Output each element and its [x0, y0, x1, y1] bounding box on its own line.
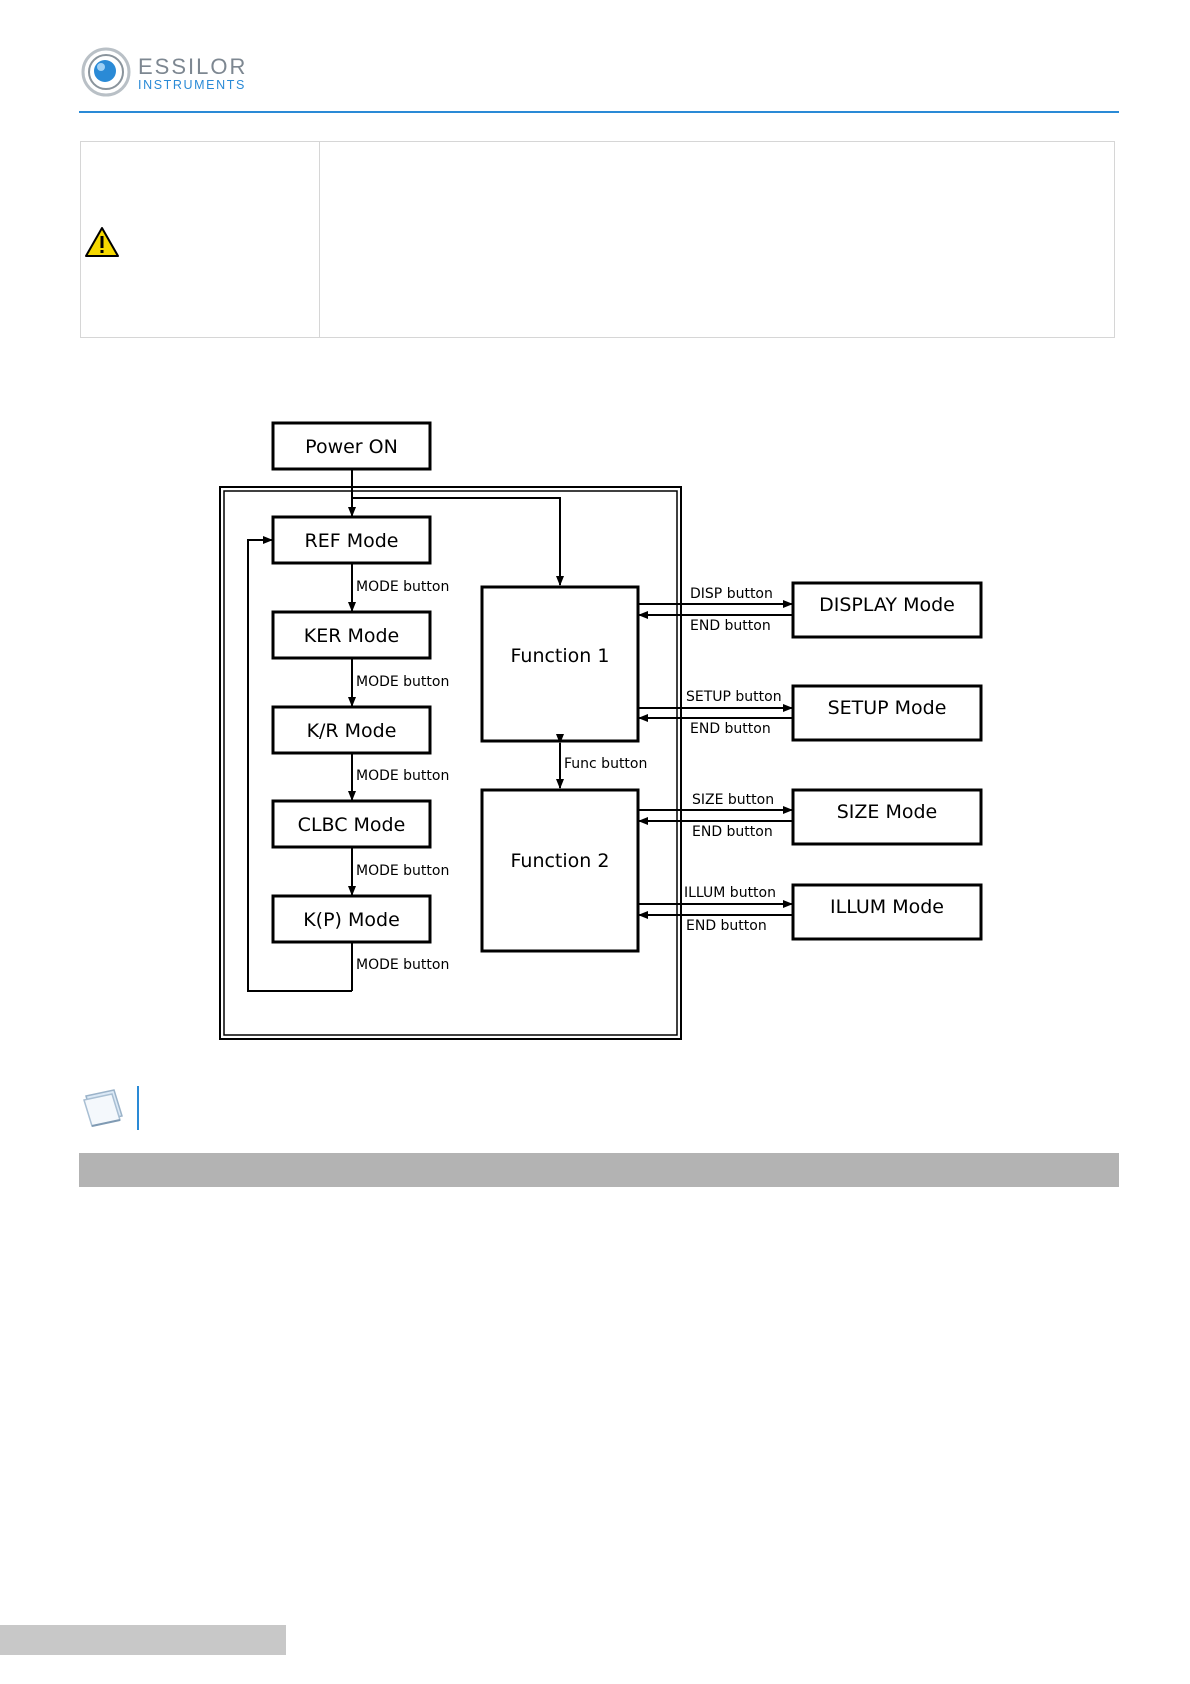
clbc-mode-label: CLBC Mode: [298, 814, 406, 836]
power-on-box: [271, 421, 432, 471]
essilor-logo-icon: [81, 47, 131, 97]
clbc-mode-box: [271, 799, 432, 849]
kr-mode-box: [271, 705, 432, 755]
function2-label: Function 2: [511, 850, 610, 872]
ker-mode-label: KER Mode: [304, 625, 399, 647]
footer-band: [0, 1625, 286, 1655]
brand-name: ESSILOR: [138, 54, 248, 79]
function-frame-inner: [223, 490, 678, 1036]
mode-button-label-5: MODE button: [356, 957, 449, 973]
setup-end-button-label: END button: [690, 721, 771, 737]
warning-table: [80, 141, 1115, 338]
arrow-power-to-function1: [352, 497, 564, 586]
ref-mode-label: REF Mode: [305, 530, 399, 552]
brand-subtitle: INSTRUMENTS: [138, 78, 246, 92]
header-rule: [79, 111, 1119, 113]
warning-table-divider: [319, 141, 320, 338]
section-header-band: [79, 1153, 1119, 1187]
ker-mode-box: [271, 610, 432, 660]
setup-mode-label: SETUP Mode: [828, 697, 947, 719]
mode-button-label-3: MODE button: [356, 768, 449, 784]
note-bar: [137, 1086, 139, 1130]
mode-button-label-4: MODE button: [356, 863, 449, 879]
setup-button-label: SETUP button: [686, 689, 782, 705]
mode-button-label-2: MODE button: [356, 674, 449, 690]
function2-box: [480, 788, 640, 953]
illum-button-label: ILLUM button: [684, 885, 776, 901]
func-button-label: Func button: [564, 756, 647, 772]
warning-triangle-icon: [85, 227, 119, 257]
ref-mode-box: [271, 515, 432, 565]
display-mode-box: [791, 581, 983, 639]
disp-button-label: DISP button: [690, 586, 773, 602]
size-button-label: SIZE button: [692, 792, 774, 808]
setup-mode-box: [791, 684, 983, 742]
size-mode-box: [791, 788, 983, 846]
loop-back-line: [247, 536, 352, 992]
kp-mode-label: K(P) Mode: [303, 909, 400, 931]
size-mode-label: SIZE Mode: [837, 801, 938, 823]
function1-label: Function 1: [511, 645, 610, 667]
mode-button-label-1: MODE button: [356, 579, 449, 595]
note-icon: [83, 1089, 123, 1127]
function-frame-outer: [219, 486, 682, 1040]
display-mode-label: DISPLAY Mode: [819, 594, 955, 616]
illum-mode-label: ILLUM Mode: [830, 896, 944, 918]
kr-mode-label: K/R Mode: [307, 720, 397, 742]
size-end-button-label: END button: [692, 824, 773, 840]
power-on-label: Power ON: [305, 436, 398, 458]
kp-mode-box: [271, 894, 432, 944]
disp-end-button-label: END button: [690, 618, 771, 634]
illum-mode-box: [791, 883, 983, 941]
illum-end-button-label: END button: [686, 918, 767, 934]
